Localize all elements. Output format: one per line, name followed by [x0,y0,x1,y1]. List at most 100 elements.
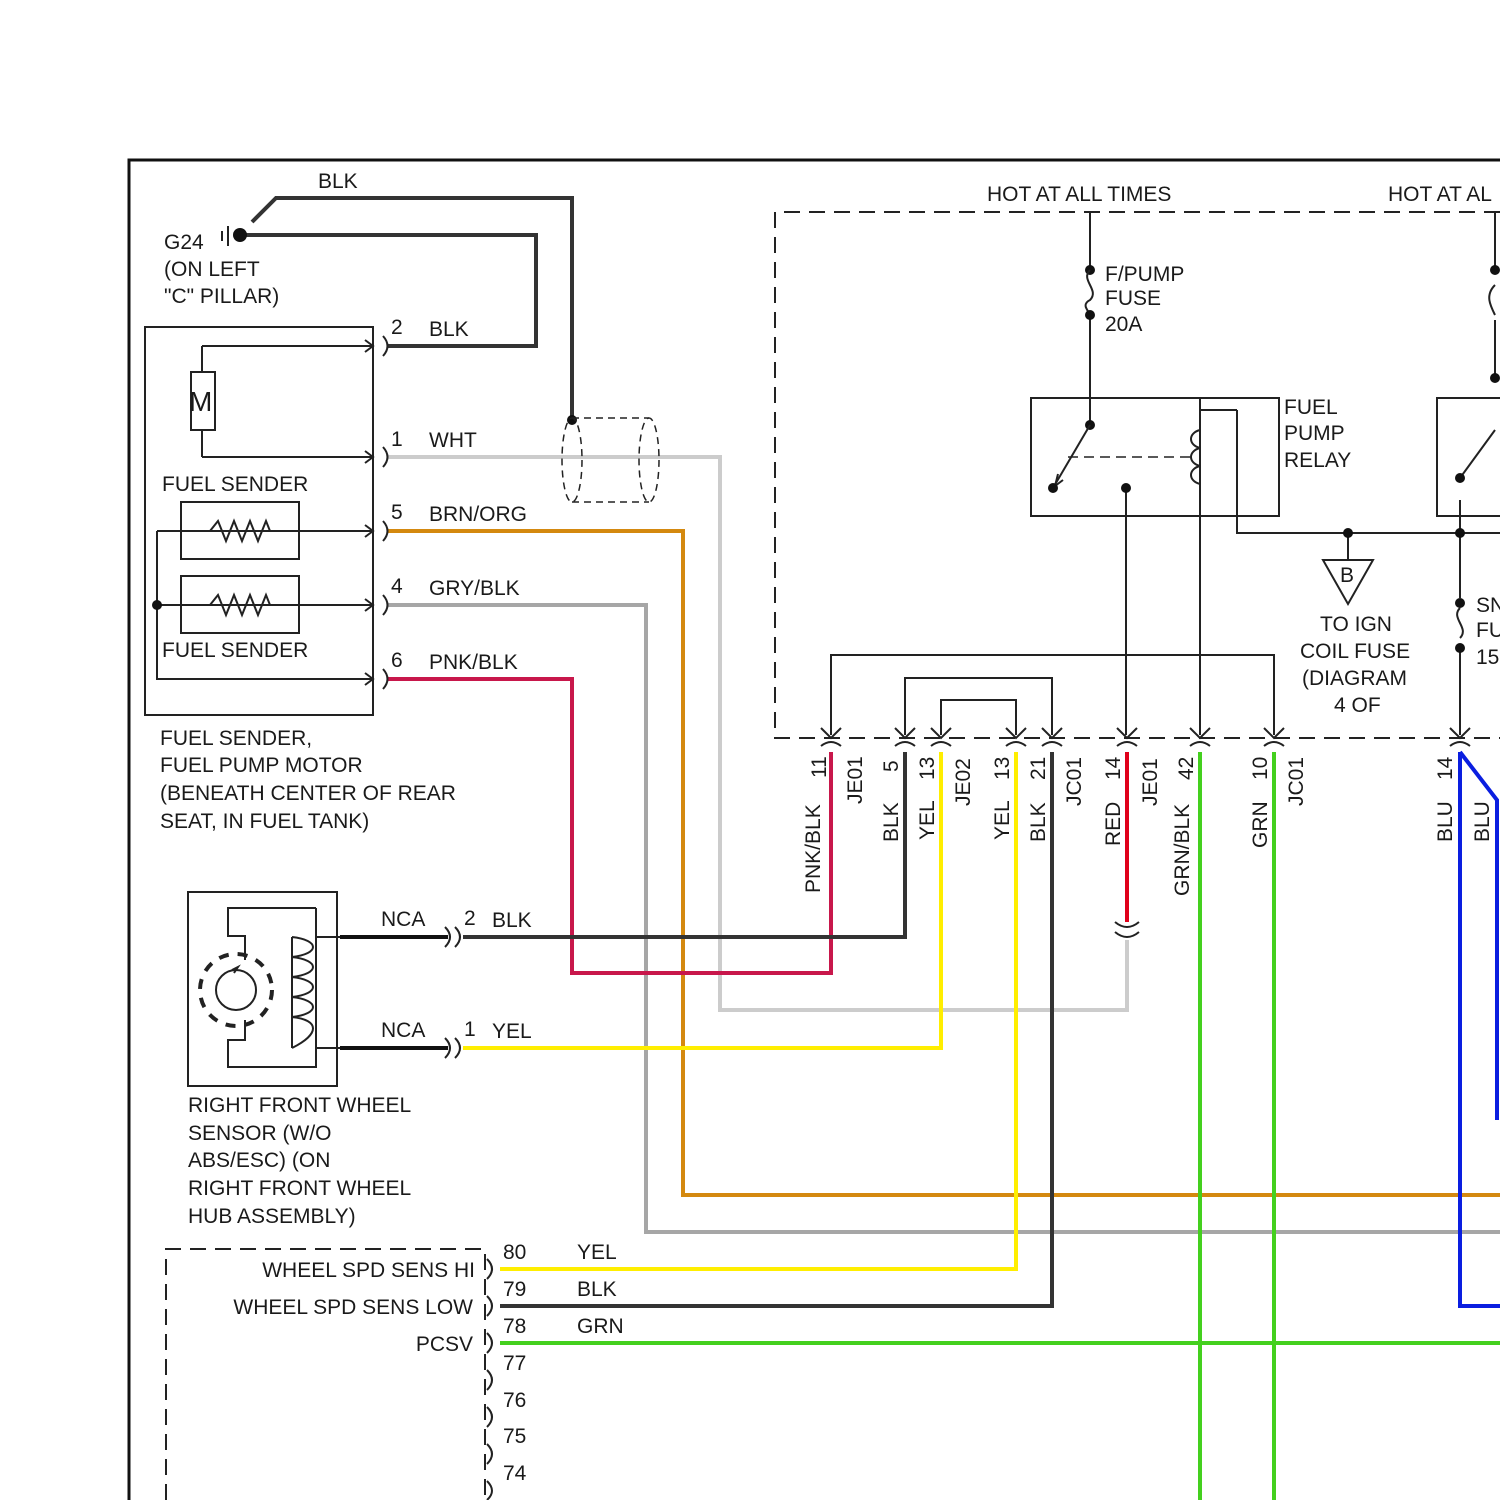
relay-coil [1191,410,1237,484]
wheel-sensor-caption-1: RIGHT FRONT WHEEL [188,1094,411,1117]
wire-blk-ground-shield [252,198,572,420]
pcm-module: WHEEL SPD SENS HI WHEEL SPD SENS LOW PCS… [166,1241,624,1500]
fuel-module-caption-1: FUEL SENDER, [160,727,312,750]
tone-ring-icon [216,970,256,1010]
conn-id-jc01-b: JC01 [1285,757,1308,806]
conn-color-grn: GRN [1249,801,1272,848]
snfuse-label-3: 15 [1476,646,1499,669]
ground-loc-1: (ON LEFT [164,258,260,281]
pcm-color-blk: BLK [577,1278,617,1301]
conn-color-blk-5: BLK [880,802,903,842]
conn-pin-14-a: 14 [1102,756,1125,780]
wire-pnk-blk [387,679,831,973]
sn-fuse: SN FU 15 [1455,594,1500,669]
red-wire-connector [1115,922,1139,937]
fuel-pump-fuse: F/PUMP FUSE 20A [1085,263,1184,336]
sensor-nca-1: NCA [381,908,425,931]
ign-reference: B TO IGN COIL FUSE (DIAGRAM 4 OF [1300,528,1410,717]
module-pin-6: 6 [391,649,403,672]
fuel-module-caption-3: (BENEATH CENTER OF REAR [160,782,456,805]
ign-label-4: 4 OF [1334,694,1381,717]
conn-color-blk-21: BLK [1027,802,1050,842]
module-color-blk: BLK [429,318,469,341]
conn-pin-14-b: 14 [1434,756,1457,780]
module-pin-1: 1 [391,428,403,451]
conn-color-pnk-blk: PNK/BLK [802,804,825,893]
conn-color-grn-blk: GRN/BLK [1171,804,1194,896]
module-color-gry-blk: GRY/BLK [429,577,520,600]
conn-color-red: RED [1102,802,1125,846]
pcm-label-79: WHEEL SPD SENS LOW [233,1296,473,1319]
conn-pin-5: 5 [880,760,903,772]
wheel-sensor-caption-5: HUB ASSEMBLY) [188,1205,356,1228]
sensor-pin-2: 2 [464,907,476,930]
sensor-color-blk: BLK [492,909,532,932]
conn-id-je02: JE02 [952,758,975,806]
pcm-pin-77: 77 [503,1352,526,1375]
pcm-color-grn: GRN [577,1315,624,1338]
wire-blk-ground-pin2 [240,235,536,346]
pcm-color-yel: YEL [577,1241,617,1264]
snfuse-label-1: SN [1476,594,1500,617]
motor-label: M [189,386,212,417]
conn-pin-10: 10 [1249,757,1272,780]
conn-pin-42: 42 [1175,757,1198,780]
relay-switch [1048,420,1196,493]
conn-color-yel-a: YEL [916,800,939,840]
module-pin-5: 5 [391,501,403,524]
power-box-connector-arrows [821,728,1470,746]
conn-id-je01-b: JE01 [1139,758,1162,806]
sensor-color-yel: YEL [492,1020,532,1043]
conn-color-yel-b: YEL [991,800,1014,840]
sensor-coil-icon [292,937,313,1048]
ign-label-2: COIL FUSE [1300,640,1410,663]
hot-at-all-times-label-2: HOT AT AL [1388,183,1492,206]
module-pin-4: 4 [391,575,403,598]
sensor-nca-2: NCA [381,1019,425,1042]
wheel-sensor-box [188,892,337,1086]
wheel-sensor-caption-3: ABS/ESC) (ON [188,1149,330,1172]
ign-label-1: TO IGN [1320,613,1392,636]
wheel-sensor-caption-4: RIGHT FRONT WHEEL [188,1177,411,1200]
sensor-pin-1: 1 [464,1018,476,1041]
ground-g24: G24 (ON LEFT "C" PILLAR) BLK [164,170,358,308]
sensor-core-icon [228,908,340,1067]
wire-yel-sensor [463,752,941,1048]
module-pin-2: 2 [391,316,403,339]
conn-id-jc01-a: JC01 [1063,757,1086,806]
relay-box-2 [1437,398,1500,516]
conn-pin-13-b: 13 [991,757,1014,780]
hot-at-all-times-label: HOT AT ALL TIMES [987,183,1171,206]
module-color-pnk-blk: PNK/BLK [429,651,518,674]
pcm-pin-80: 80 [503,1241,526,1264]
wheel-sensor: NCA 2 BLK NCA 1 YEL RIGHT FRONT WHEEL SE… [188,892,532,1228]
pcm-label-80: WHEEL SPD SENS HI [262,1259,475,1282]
pcm-pin-79: 79 [503,1278,526,1301]
fuse-label-3: 20A [1105,313,1142,336]
ground-loc-2: "C" PILLAR) [164,285,279,308]
pcm-label-78: PCSV [416,1333,473,1356]
pcm-pin-74: 74 [503,1462,527,1485]
fuse-label-1: F/PUMP [1105,263,1184,286]
pcm-box [166,1249,485,1500]
fuel-module-caption-4: SEAT, IN FUEL TANK) [160,810,369,833]
fuel-module-caption-2: FUEL PUMP MOTOR [160,754,363,777]
fuel-sender-label-2: FUEL SENDER [162,639,308,662]
conn-pin-21: 21 [1027,757,1050,780]
relay-label-3: RELAY [1284,449,1351,472]
conn-pin-13-a: 13 [916,757,939,780]
ground-id: G24 [164,231,204,254]
ign-label-3: (DIAGRAM [1302,667,1407,690]
fuse-label-2: FUSE [1105,287,1161,310]
fuel-module: M FUEL SENDER FUEL SENDER 2 BLK 1 WHT 5 … [145,316,527,833]
relay-label-1: FUEL [1284,396,1338,419]
module-color-brn-org: BRN/ORG [429,503,527,526]
relay-label-2: PUMP [1284,422,1345,445]
wire-blk-pcm [500,752,1052,1306]
pcm-pin-76: 76 [503,1389,526,1412]
ign-letter: B [1340,564,1354,587]
snfuse-label-2: FU [1476,619,1500,642]
module-color-wht: WHT [429,429,477,452]
pcm-pin-78: 78 [503,1315,526,1338]
